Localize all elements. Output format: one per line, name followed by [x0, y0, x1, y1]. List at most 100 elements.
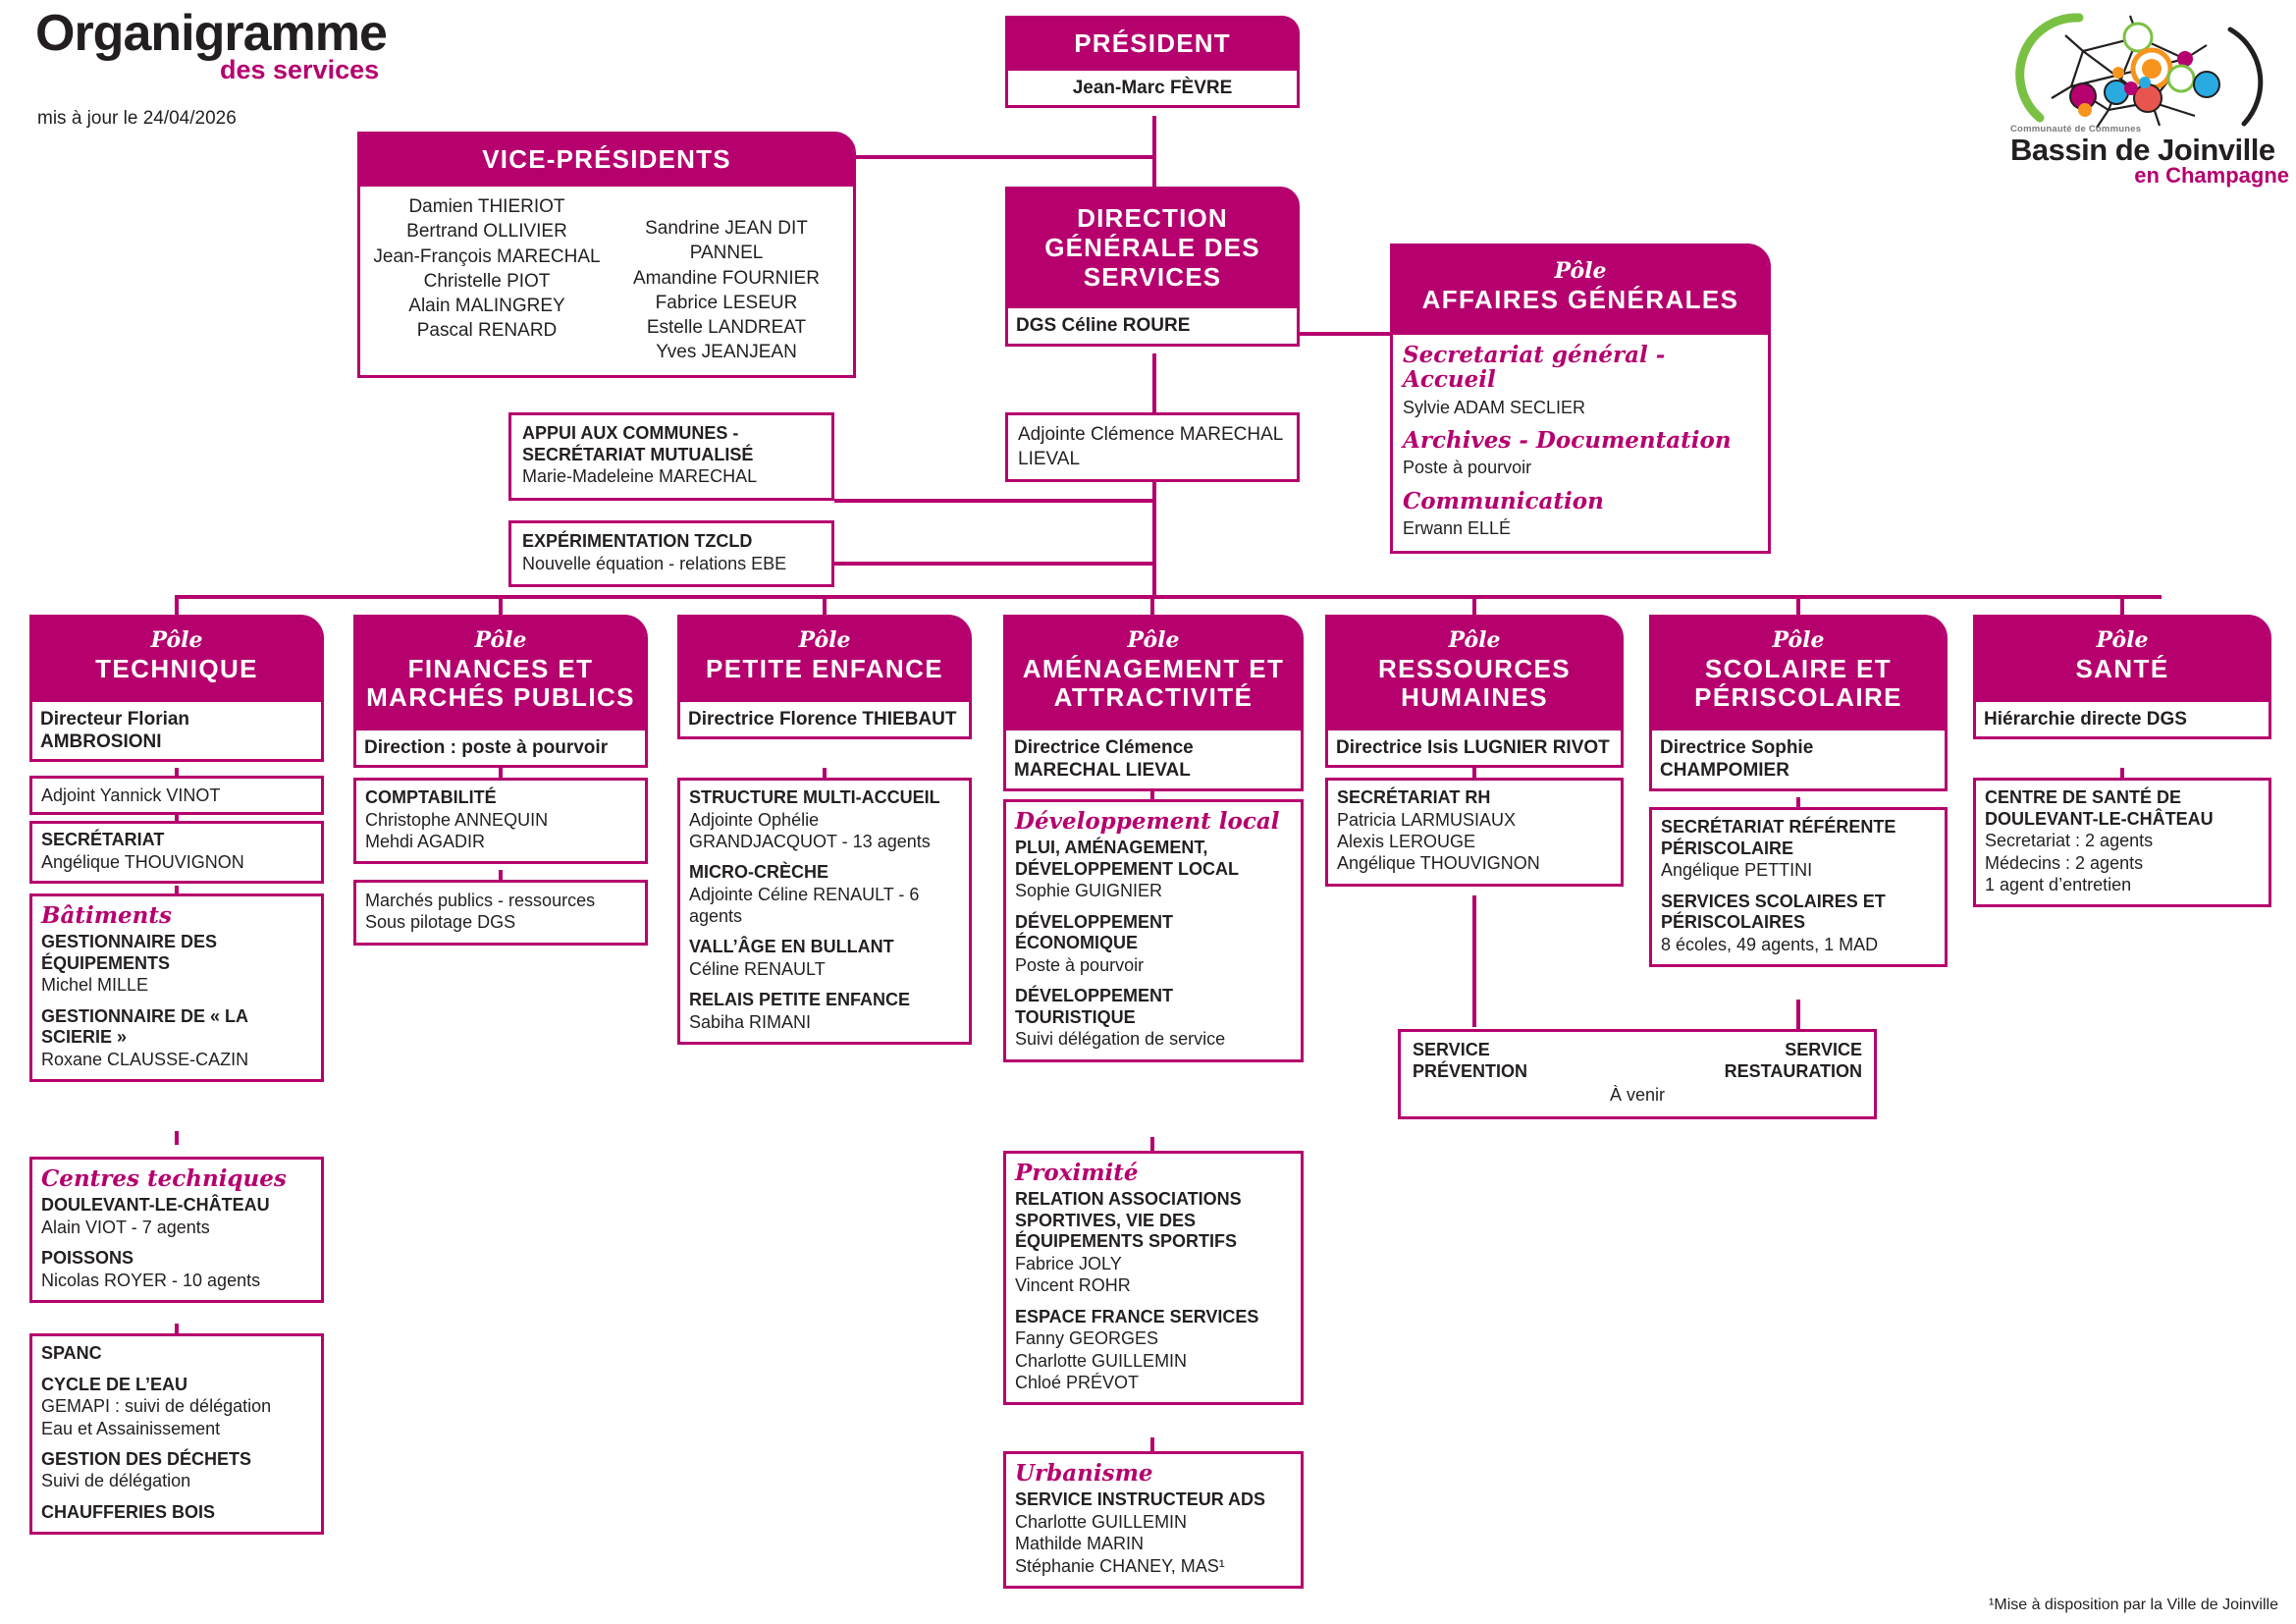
logo-wordmark: Communauté de Communes Bassin de Joinvil… — [2010, 124, 2289, 187]
group-script-title: Secretariat général - Accueil — [1403, 342, 1666, 394]
connector-technique-5 — [175, 1324, 179, 1337]
vp-item: Sandrine JEAN DIT PANNEL — [645, 218, 808, 264]
vp-item: Jean-François MARECHAL — [373, 245, 601, 267]
pole-rh-box: Pôle RESSOURCES HUMAINES Directrice Isis… — [1325, 615, 1624, 769]
sante-director: Hiérarchie directe DGS — [1976, 699, 2269, 737]
pole-amenagement-box: Pôle AMÉNAGEMENT ET ATTRACTIVITÉ Directr… — [1003, 615, 1304, 791]
pole-word: Pôle — [1127, 627, 1180, 653]
group-line: Secretariat : 2 agents — [1985, 831, 2154, 851]
service-group: Archives - Documentation Poste à pourvoi… — [1403, 428, 1758, 479]
president-box: PRÉSIDENT Jean-Marc FÈVRE — [1005, 16, 1300, 109]
finances-director: Direction : poste à pourvoir — [356, 728, 645, 766]
group-line: Adjointe Ophélie GRANDJACQUOT - 13 agent… — [689, 809, 931, 851]
service-group: SERVICE INSTRUCTEUR ADS Charlotte GUILLE… — [1015, 1489, 1292, 1577]
connector-rh-1 — [1472, 768, 1476, 782]
vp-item: Fabrice LESEUR — [655, 292, 798, 313]
group-line: Erwann ELLÉ — [1403, 517, 1512, 538]
vp-item: Yves JEANJEAN — [656, 342, 797, 363]
president-name: Jean-Marc FÈVRE — [1008, 68, 1297, 106]
amenagement-director: Directrice Clémence MARECHAL LIEVAL — [1006, 728, 1301, 788]
amenagement-urbanisme-box: Urbanisme SERVICE INSTRUCTEUR ADS Charlo… — [1003, 1451, 1304, 1589]
group-line: Fanny GEORGES — [1015, 1328, 1159, 1349]
pole-word: Pôle — [798, 627, 851, 653]
pole-rh-header: Pôle RESSOURCES HUMAINES — [1328, 618, 1621, 729]
connector-drop-finances — [499, 595, 503, 615]
service-group: VALL’ÂGE EN BULLANT Céline RENAULT — [689, 937, 960, 980]
vp-item: Estelle LANDREAT — [646, 317, 807, 339]
group-line: Charlotte GUILLEMIN — [1015, 1350, 1188, 1371]
group-line: Alain VIOT - 7 agents — [41, 1217, 210, 1237]
service-group: Secretariat général - Accueil Sylvie ADA… — [1403, 343, 1758, 418]
comptabilite-line: Mehdi AGADIR — [365, 831, 486, 851]
tzcld-box: EXPÉRIMENTATION TZCLD Nouvelle équation … — [508, 520, 834, 587]
finances-marches-box: Marchés publics - ressources Sous pilota… — [353, 880, 648, 946]
tzcld-name: Nouvelle équation - relations EBE — [522, 553, 787, 573]
connector-rh-prevention — [1472, 895, 1476, 1027]
connector-finances-2 — [499, 870, 503, 884]
rh-secretariat-line: Alexis LEROUGE — [1337, 831, 1476, 851]
group-line: Stéphanie CHANEY, MAS¹ — [1015, 1555, 1225, 1576]
service-group: POISSONS Nicolas ROYER - 10 agents — [41, 1248, 312, 1291]
group-script-title: Communication — [1403, 487, 1604, 514]
services-transverses-box: SERVICE PRÉVENTION SERVICE RESTAURATION … — [1398, 1029, 1877, 1119]
batiments-script-title: Bâtiments — [41, 902, 172, 929]
logo: Communauté de Communes Bassin de Joinvil… — [2002, 8, 2289, 209]
pole-finances-box: Pôle FINANCES ET MARCHÉS PUBLICS Directi… — [353, 615, 648, 769]
group-label: VALL’ÂGE EN BULLANT — [689, 937, 894, 957]
service-group: STRUCTURE MULTI-ACCUEIL Adjointe Ophélie… — [689, 787, 960, 852]
pole-technique-header: Pôle TECHNIQUE — [32, 618, 321, 700]
vice-presidents-box: VICE-PRÉSIDENTS Damien THIERIOT Bertrand… — [357, 132, 856, 378]
group-label: SERVICES SCOLAIRES ET PÉRISCOLAIRES — [1661, 891, 1886, 933]
amenagement-proximite-box: Proximité RELATION ASSOCIATIONS SPORTIVE… — [1003, 1151, 1304, 1406]
service-group: ESPACE FRANCE SERVICES Fanny GEORGES Cha… — [1015, 1307, 1292, 1394]
page-title: Organigramme — [35, 5, 388, 62]
pole-word: Pôle — [150, 627, 203, 653]
comptabilite-label: COMPTABILITÉ — [365, 787, 497, 807]
technique-adjoint: Adjoint Yannick VINOT — [41, 785, 221, 805]
updated-date: mis à jour le 24/04/2026 — [37, 108, 237, 129]
connector-backbone — [175, 595, 2162, 599]
technique-adjoint-box: Adjoint Yannick VINOT — [29, 776, 324, 816]
group-label: POISSONS — [41, 1248, 134, 1269]
rh-secretariat-line: Patricia LARMUSIAUX — [1337, 809, 1517, 830]
connector-tzcld — [834, 562, 1156, 566]
vp-item: Amandine FOURNIER — [632, 267, 821, 289]
group-line: Adjointe Céline RENAULT - 6 agents — [689, 884, 920, 927]
services-transverses-note: À venir — [1609, 1085, 1666, 1106]
group-label: DOULEVANT-LE-CHÂTEAU — [41, 1195, 270, 1216]
connector-technique-2 — [175, 813, 179, 825]
technique-batiments-box: Bâtiments GESTIONNAIRE DES ÉQUIPEMENTS M… — [29, 893, 324, 1083]
centres-script-title: Centres techniques — [41, 1165, 287, 1192]
service-group: DÉVELOPPEMENT TOURISTIQUE Suivi délégati… — [1015, 986, 1292, 1051]
vp-item: Bertrand OLLIVIER — [406, 221, 567, 243]
group-label: RELAIS PETITE ENFANCE — [689, 990, 911, 1010]
pole-word: Pôle — [2096, 627, 2149, 653]
service-group: SERVICES SCOLAIRES ET PÉRISCOLAIRES 8 éc… — [1661, 892, 1936, 956]
connector-president-dgs — [1152, 116, 1156, 192]
group-label: PLUI, AMÉNAGEMENT, DÉVELOPPEMENT LOCAL — [1015, 838, 1240, 879]
pole-word: Pôle — [1448, 627, 1501, 653]
connector-drop-amenagement — [1150, 595, 1154, 615]
pole-petite-enfance-box: Pôle PETITE ENFANCE Directrice Florence … — [677, 615, 972, 740]
footnote: ¹Mise à disposition par la Ville de Join… — [1989, 1597, 2278, 1613]
vice-presidents-list: Damien THIERIOT Bertrand OLLIVIER Jean-F… — [360, 184, 853, 375]
group-line: Médecins : 2 agents — [1985, 852, 2144, 873]
vp-column-1: Damien THIERIOT Bertrand OLLIVIER Jean-F… — [372, 194, 602, 365]
pole-word: Pôle — [1554, 258, 1607, 284]
group-label: CHAUFFERIES BOIS — [41, 1501, 216, 1522]
vp-item: Alain MALINGREY — [408, 296, 565, 317]
group-label: SECRÉTARIAT RÉFÉRENTE PÉRISCOLAIRE — [1661, 817, 1896, 858]
group-line: Suivi de délégation — [41, 1471, 191, 1491]
connector-sante-1 — [2120, 768, 2124, 782]
group-label: SPANC — [41, 1343, 102, 1363]
group-line: Mathilde MARIN — [1015, 1534, 1145, 1554]
connector-amenagement-3 — [1150, 1437, 1154, 1453]
vp-item: Christelle PIOT — [423, 270, 551, 292]
marches-line: Sous pilotage DGS — [365, 912, 516, 933]
pole-title: TECHNIQUE — [95, 654, 258, 683]
group-line: Suivi délégation de service — [1015, 1029, 1226, 1050]
pole-title: PETITE ENFANCE — [705, 654, 944, 683]
group-line: Chloé PRÉVOT — [1015, 1372, 1140, 1392]
amenagement-developpement-box: Développement local PLUI, AMÉNAGEMENT, D… — [1003, 799, 1304, 1062]
vp-item: Damien THIERIOT — [408, 196, 565, 218]
